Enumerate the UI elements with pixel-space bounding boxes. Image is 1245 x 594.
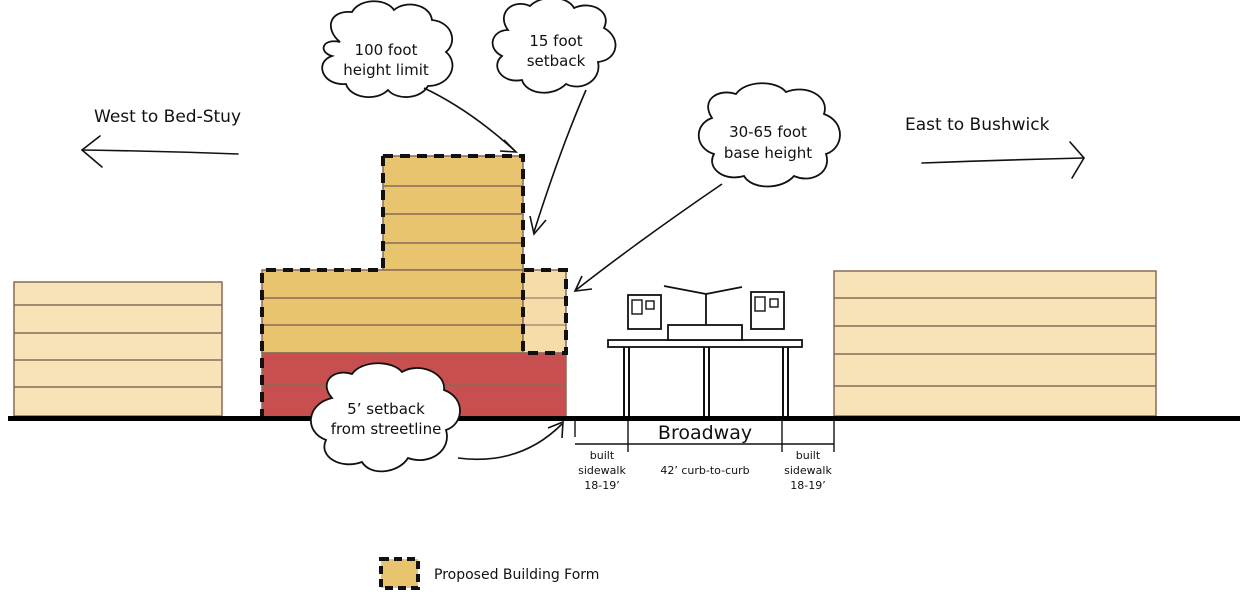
- curb-to-curb-label: 42’ curb-to-curb: [660, 464, 749, 477]
- sidewalk-right-line-2: sidewalk: [784, 464, 832, 477]
- setback-5-line-2: from streetline: [331, 420, 442, 438]
- callout-cloud-height-limit: [321, 0, 519, 153]
- height-limit-line-1: 100 foot: [355, 41, 418, 59]
- height-limit-line-2: height limit: [343, 61, 429, 79]
- base-height-line-1: 30-65 foot: [729, 123, 807, 141]
- proposed-base: [261, 269, 524, 354]
- sidewalk-right-line-1: built: [796, 449, 821, 462]
- setback-5-line-1: 5’ setback: [347, 400, 425, 418]
- existing-building-west: [13, 281, 223, 417]
- sidewalk-left-line-2: sidewalk: [578, 464, 626, 477]
- sidewalk-right-line-3: 18-19’: [790, 479, 825, 492]
- setback-zone: [522, 269, 567, 354]
- callout-cloud-base-height: [573, 82, 841, 292]
- legend-label: Proposed Building Form: [434, 567, 599, 583]
- arrow-west-icon: [80, 135, 239, 168]
- east-label: East to Bushwick: [905, 115, 1050, 135]
- callout-cloud-15-setback: [491, 0, 617, 236]
- base-height-line-2: base height: [724, 144, 812, 162]
- legend-swatch: [379, 557, 420, 590]
- proposed-outline: [260, 154, 568, 416]
- callout-cloud-5-setback: [309, 362, 564, 473]
- setback-15-line-2: setback: [527, 52, 586, 70]
- sidewalk-left-line-3: 18-19’: [584, 479, 619, 492]
- arrow-east-icon: [921, 141, 1085, 179]
- legend: Proposed Building Form: [379, 557, 599, 590]
- elevated-train: [607, 285, 803, 416]
- existing-building-east: [833, 270, 1157, 417]
- setback-15-line-1: 15 foot: [529, 32, 582, 50]
- sidewalk-left-line-1: built: [590, 449, 615, 462]
- proposed-building: [260, 154, 568, 417]
- street-dimensions: [574, 421, 835, 452]
- ground-line: [8, 416, 1240, 421]
- proposed-tower: [382, 155, 524, 271]
- street-name: Broadway: [658, 422, 752, 444]
- west-label: West to Bed-Stuy: [94, 107, 241, 127]
